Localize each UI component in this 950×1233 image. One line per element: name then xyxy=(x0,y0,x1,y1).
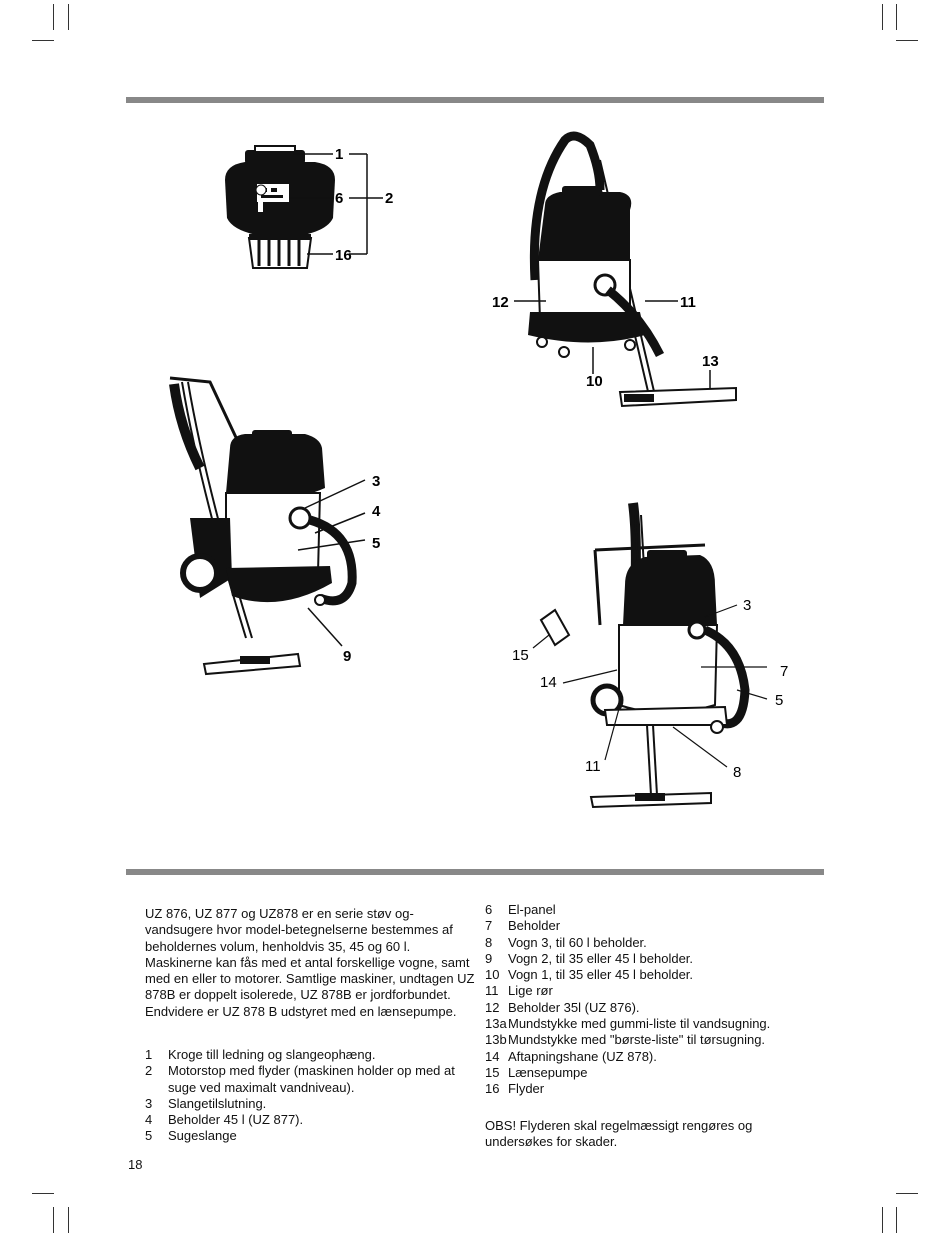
crop-mark xyxy=(53,1207,54,1233)
crop-mark xyxy=(68,1207,69,1233)
fig2-label: 13 xyxy=(702,353,719,370)
fig2-label: 11 xyxy=(680,294,696,311)
item-text: Beholder 45 l (UZ 877). xyxy=(168,1112,304,1128)
list-item: 15 Lænsepumpe xyxy=(485,1065,815,1081)
page-number: 18 xyxy=(128,1157,143,1172)
item-number: 13a xyxy=(485,1016,507,1032)
figure-motor-head: 1 6 2 16 xyxy=(225,145,393,269)
list-item: 2 Motorstop med flyder (maskinen holder o… xyxy=(145,1063,475,1096)
fig4-label: 14 xyxy=(540,674,557,691)
crop-mark xyxy=(882,1207,883,1233)
list-item: 11 Lige rør xyxy=(485,983,815,999)
item-text: Mundstykke med "børste-liste" til tørsug… xyxy=(508,1032,766,1048)
fig3-label: 4 xyxy=(372,503,381,520)
item-number: 8 xyxy=(485,934,493,950)
item-number: 3 xyxy=(145,1095,153,1111)
item-text: Kroge till ledning og slangeophæng. xyxy=(168,1047,376,1062)
item-text: Beholder xyxy=(508,918,561,934)
list-item: 14 Aftapningshane (UZ 878). xyxy=(485,1049,815,1065)
list-item: 5 Sugeslange xyxy=(145,1128,475,1144)
crop-mark xyxy=(32,40,54,41)
fig1-label: 2 xyxy=(385,190,393,207)
obs-note: OBS! Flyderen skal regelmæssigt rengøres… xyxy=(485,1118,753,1150)
list-item: 12 Beholder 35l (UZ 876). xyxy=(485,1000,815,1016)
item-number: 13b xyxy=(485,1032,507,1048)
item-number: 15 xyxy=(485,1064,500,1080)
item-text: Lige rør xyxy=(508,983,553,999)
item-text: Motorstop med flyder (maskinen holder op… xyxy=(168,1063,455,1095)
list-item: 9 Vogn 2, til 35 eller 45 l beholder. xyxy=(485,951,815,967)
crop-mark xyxy=(896,1207,897,1233)
fig2-label: 10 xyxy=(586,373,603,390)
fig3-label: 9 xyxy=(343,648,351,665)
list-item: 6 El-panel xyxy=(485,902,815,918)
item-number: 11 xyxy=(485,983,499,999)
item-number: 6 xyxy=(485,902,493,917)
item-text: Lænsepumpe xyxy=(508,1064,588,1080)
fig4-label: 11 xyxy=(585,758,601,775)
item-number: 4 xyxy=(145,1112,153,1128)
fig3-label: 3 xyxy=(372,473,380,490)
crop-mark xyxy=(53,4,54,30)
item-number: 10 xyxy=(485,967,500,983)
list-item: 16 Flyder xyxy=(485,1081,815,1097)
item-number: 9 xyxy=(485,950,493,966)
fig4-label: 5 xyxy=(775,692,783,709)
fig1-label: 16 xyxy=(335,247,352,264)
item-text: Vogn 1, til 35 eller 45 l beholder. xyxy=(508,967,694,983)
intro-paragraph: UZ 876, UZ 877 og UZ878 er en serie støv… xyxy=(145,906,475,1019)
crop-mark xyxy=(68,4,69,30)
item-text: El-panel xyxy=(508,902,556,917)
top-divider xyxy=(126,97,824,103)
item-number: 12 xyxy=(485,999,500,1015)
list-item: 4 Beholder 45 l (UZ 877). xyxy=(145,1112,475,1128)
bottom-divider xyxy=(126,869,824,875)
crop-mark xyxy=(882,4,883,30)
fig1-label: 6 xyxy=(335,190,343,207)
fig4-label: 15 xyxy=(512,647,529,664)
item-text: Sugeslange xyxy=(168,1128,237,1144)
fig4-label: 3 xyxy=(743,597,751,614)
figure-vacuum-trolley-3: 3 15 14 7 5 11 8 xyxy=(512,502,788,809)
list-item: 10 Vogn 1, til 35 eller 45 l beholder. xyxy=(485,967,815,983)
crop-mark xyxy=(896,4,897,30)
fig2-label: 12 xyxy=(492,294,509,311)
item-text: Vogn 3, til 60 l beholder. xyxy=(508,934,647,950)
item-text: Beholder 35l (UZ 876). xyxy=(508,999,640,1015)
crop-mark xyxy=(32,1193,54,1194)
crop-mark xyxy=(896,40,918,41)
fig4-label: 7 xyxy=(780,663,788,680)
item-number: 1 xyxy=(145,1047,153,1062)
parts-list-left: 1 Kroge till ledning og slangeophæng. 2 Mo… xyxy=(145,1047,475,1145)
item-number: 2 xyxy=(145,1063,153,1079)
list-item: 7 Beholder xyxy=(485,918,815,934)
fig4-label: 8 xyxy=(733,764,741,781)
item-text: Mundstykke med gummi-liste til vandsugni… xyxy=(508,1016,771,1032)
item-number: 14 xyxy=(485,1048,500,1064)
list-item: 1 Kroge till ledning og slangeophæng. xyxy=(145,1047,475,1063)
figure-vacuum-trolley-1: 12 11 10 13 xyxy=(492,131,737,408)
parts-list-right: 6 El-panel 7 Beholder 8 Vogn 3, til 60 l be… xyxy=(485,902,815,1098)
list-item: 3 Slangetilslutning. xyxy=(145,1096,475,1112)
item-number: 7 xyxy=(485,918,493,934)
item-text: Vogn 2, til 35 eller 45 l beholder. xyxy=(508,950,694,966)
item-text: Aftapningshane (UZ 878). xyxy=(508,1048,657,1064)
item-text: Slangetilslutning. xyxy=(168,1095,267,1111)
list-item: 8 Vogn 3, til 60 l beholder. xyxy=(485,935,815,951)
fig1-label: 1 xyxy=(335,146,343,163)
item-number: 5 xyxy=(145,1128,153,1144)
crop-mark xyxy=(896,1193,918,1194)
item-number: 16 xyxy=(485,1081,500,1097)
item-text: Flyder xyxy=(508,1081,545,1097)
figure-vacuum-trolley-2: 3 4 5 9 xyxy=(169,376,381,676)
fig3-label: 5 xyxy=(372,535,380,552)
